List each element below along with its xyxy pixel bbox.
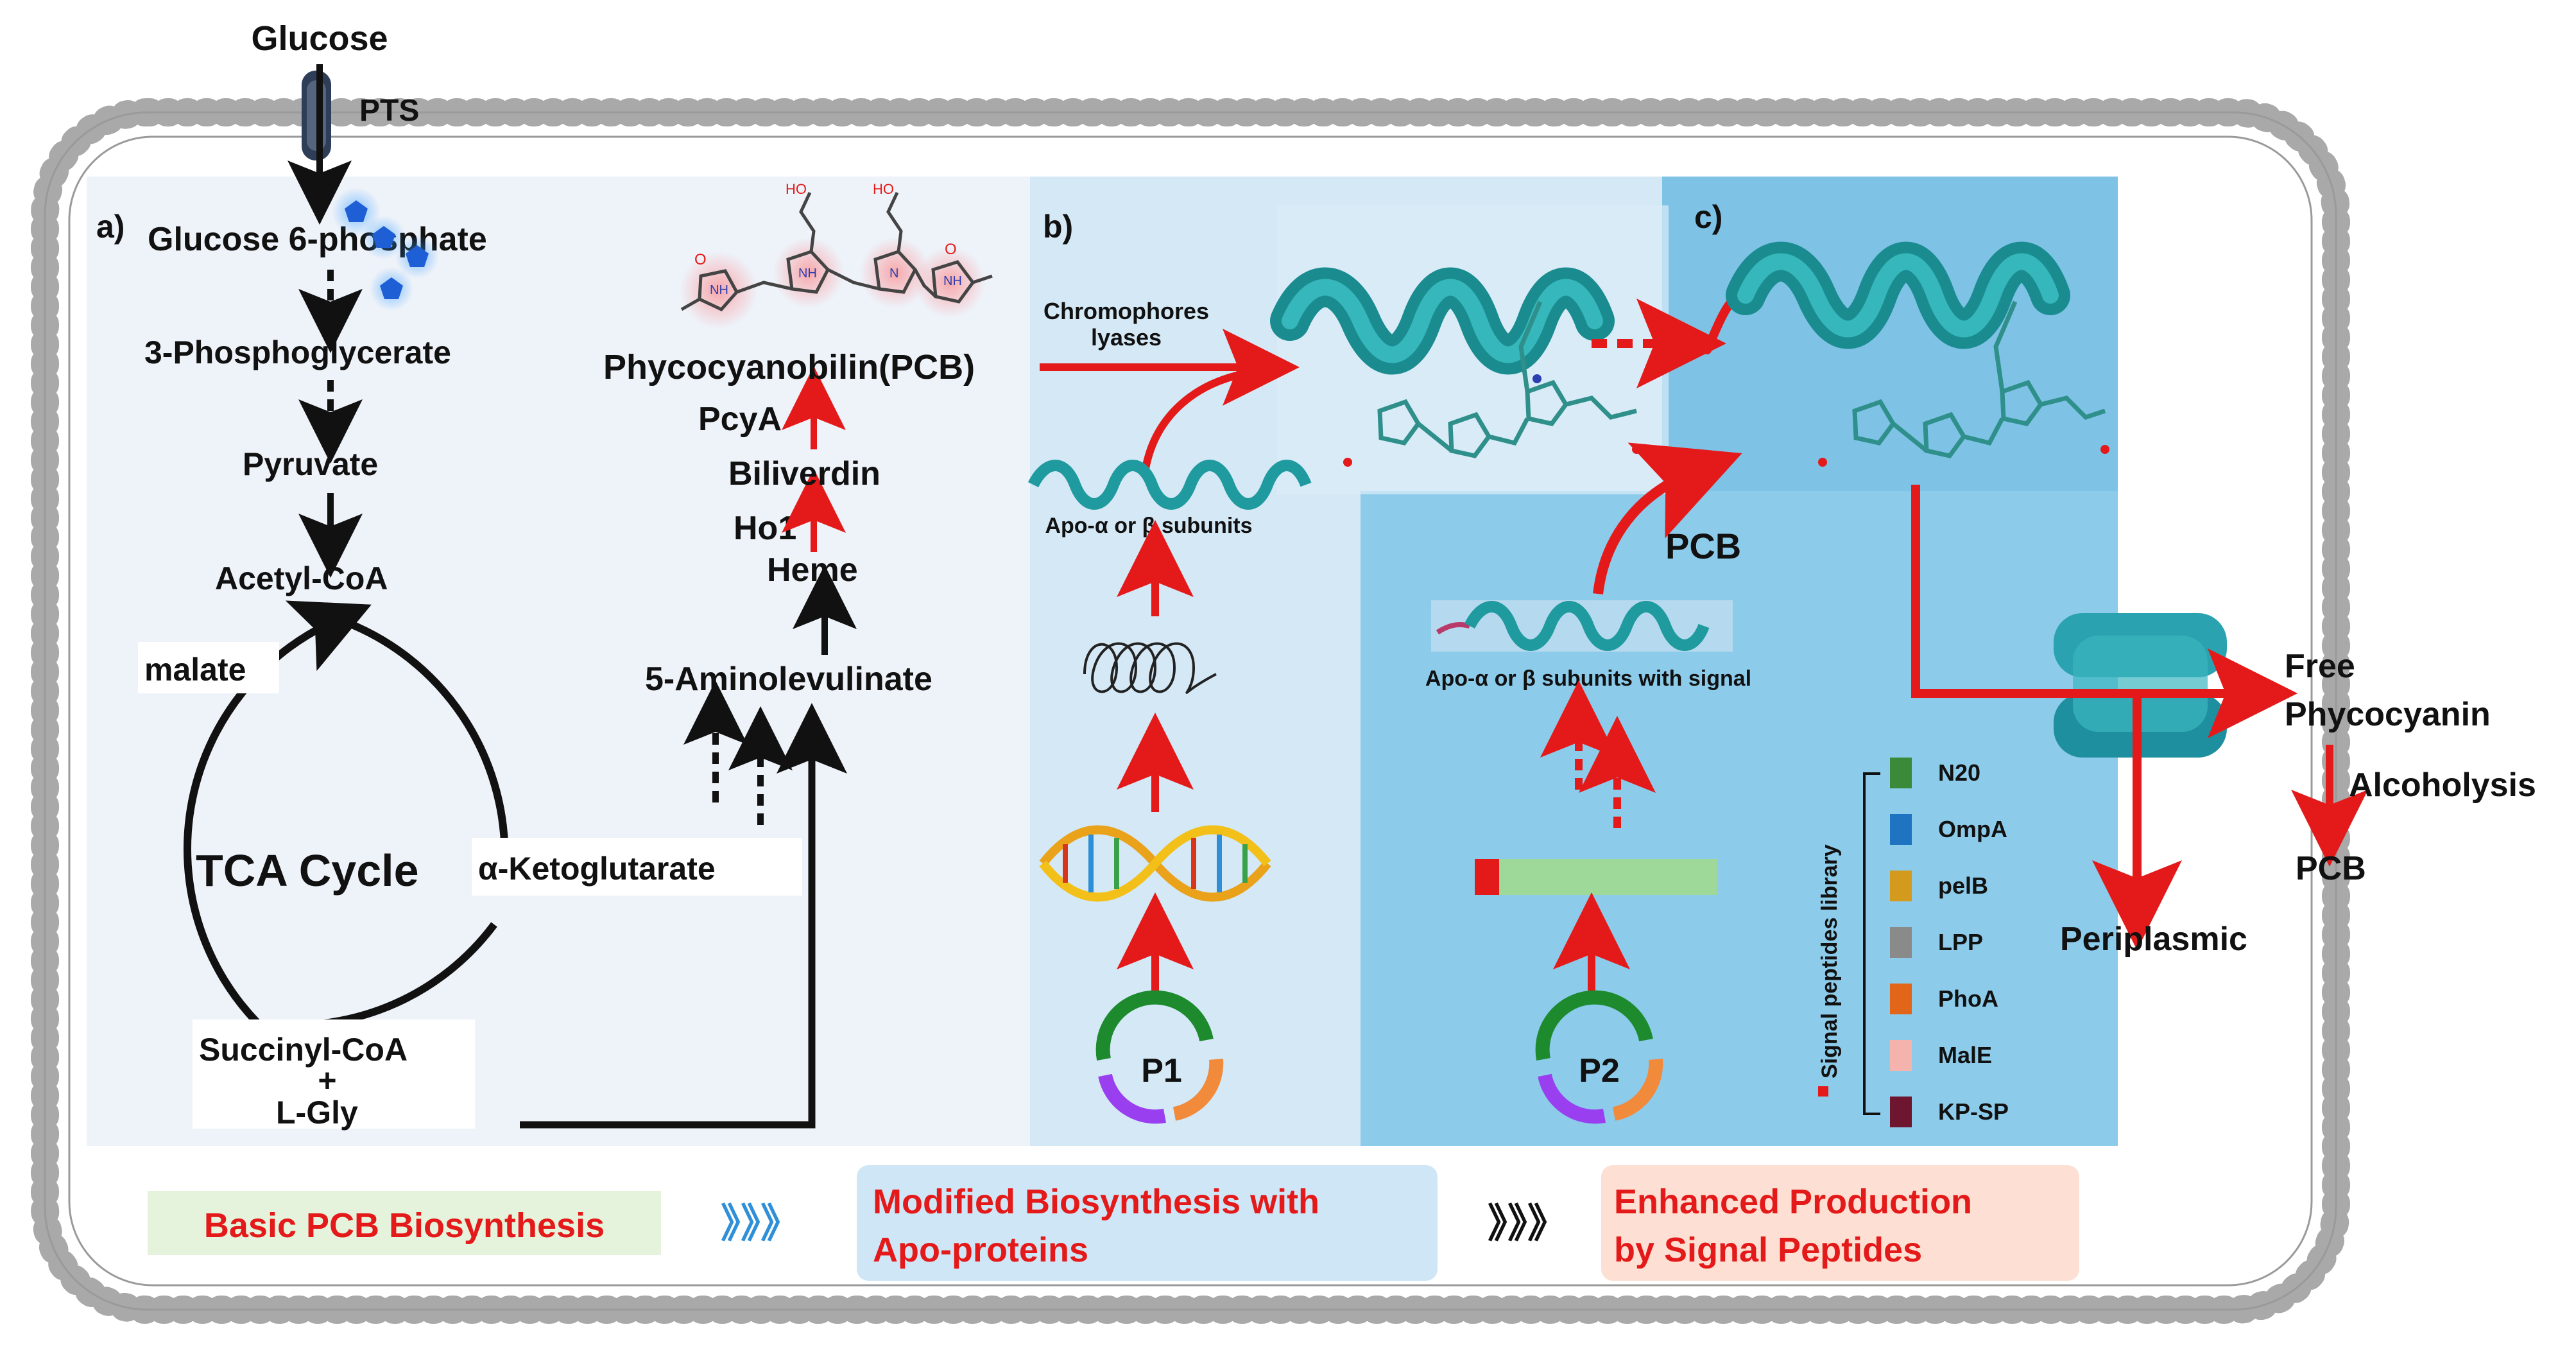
dna-double-helix xyxy=(1039,825,1271,902)
chromophores-label: Chromophores xyxy=(1043,298,1209,324)
apo-subunit-helix xyxy=(1027,460,1312,510)
library-swatch-kp-sp xyxy=(1890,1097,1912,1127)
library-swatch-phoa xyxy=(1890,984,1912,1014)
heme: Heme xyxy=(767,551,858,589)
ho1: Ho1 xyxy=(734,510,796,547)
library-label-n20: N20 xyxy=(1938,759,1980,786)
p2-label: P2 xyxy=(1579,1052,1620,1089)
plasmid-p1 xyxy=(1095,990,1224,1124)
gene-bar xyxy=(1499,859,1717,895)
svg-text:NH: NH xyxy=(943,274,962,288)
phycocyanobilin-pcb: Phycocyanobilin(PCB) xyxy=(603,348,975,386)
arrow-lgly-to-aminolevulinate xyxy=(520,703,847,1129)
library-label-kp-sp: KP-SP xyxy=(1938,1098,2009,1125)
holo-protein-b xyxy=(1270,267,1641,467)
pcb-molecule: O O NH NH N NH HO HO xyxy=(332,181,993,329)
5-aminolevulinate: 5-Aminolevulinate xyxy=(645,661,932,698)
polypeptide-coil xyxy=(1083,642,1217,694)
svg-text:O: O xyxy=(694,251,707,268)
stage2-box xyxy=(857,1165,1438,1281)
stage1-box xyxy=(148,1191,661,1255)
svg-text:NH: NH xyxy=(710,283,728,297)
pts-label: PTS xyxy=(359,94,419,128)
library-red-marker xyxy=(1818,1086,1828,1097)
svg-text:O: O xyxy=(945,241,957,258)
tca-cycle: TCA Cycle xyxy=(196,845,419,896)
panel-b-label: b) xyxy=(1043,209,1073,245)
stage3-line1: Enhanced Production xyxy=(1614,1183,1972,1221)
pyruvate: Pyruvate xyxy=(243,446,378,482)
stage3-box xyxy=(1601,1165,2079,1281)
ketoglutarate-box xyxy=(472,838,802,896)
blue-pentagon-2 xyxy=(372,226,395,248)
pcya: PcyA xyxy=(698,401,782,438)
library-label-phoa: PhoA xyxy=(1938,985,1998,1012)
free-label: Free xyxy=(2285,648,2355,685)
succinylcoa-box xyxy=(193,1019,475,1129)
stage3-line2: by Signal Peptides xyxy=(1614,1231,1922,1269)
l-gly: L-Gly xyxy=(276,1095,358,1131)
svg-text:HO: HO xyxy=(873,181,894,197)
svg-text:NH: NH xyxy=(798,266,817,281)
apo-subunits-label: Apo-α or β subunits xyxy=(1045,514,1252,538)
library-label-male: MalE xyxy=(1938,1042,1992,1068)
chevrons-2: 》》》 xyxy=(1488,1202,1567,1246)
plus-sign: + xyxy=(318,1062,336,1098)
pcb-label-c: PCB xyxy=(1665,526,1741,566)
library-label-pelb: pelB xyxy=(1938,872,1988,899)
svg-text:HO: HO xyxy=(786,181,807,197)
periplasmic-label: Periplasmic xyxy=(2060,921,2247,958)
stage2-line2: Apo-proteins xyxy=(873,1231,1088,1269)
blue-pentagon-3 xyxy=(406,245,429,267)
library-swatch-ompa xyxy=(1890,814,1912,845)
apo-signal-label: Apo-α or β subunits with signal xyxy=(1425,666,1751,691)
biliverdin: Biliverdin xyxy=(728,455,880,492)
library-swatch-lpp xyxy=(1890,927,1912,958)
library-label-ompa: OmpA xyxy=(1938,816,2007,842)
malate-box xyxy=(138,642,279,693)
curved-arrow-apo-to-holo xyxy=(1142,369,1252,470)
library-swatch-n20 xyxy=(1890,758,1912,788)
blue-pentagon-1 xyxy=(345,200,368,222)
library-title: Signal peptides library xyxy=(1817,844,1842,1079)
panel-a-label: a) xyxy=(96,209,125,245)
succinyl-coa: Succinyl-CoA xyxy=(199,1032,408,1068)
panel-c-top-background xyxy=(1662,177,2118,491)
membrane-inner-line xyxy=(68,135,2313,1287)
signal-peptide-block xyxy=(1475,859,1499,895)
3-phosphoglycerate: 3-Phosphoglycerate xyxy=(144,334,451,370)
stage1-label: Basic PCB Biosynthesis xyxy=(204,1206,605,1245)
library-swatch-pelb xyxy=(1890,871,1912,901)
svg-text:N: N xyxy=(889,266,898,281)
panel-c-label: c) xyxy=(1694,199,1722,235)
alpha-ketoglutarate: α-Ketoglutarate xyxy=(478,851,716,887)
glucose-label: Glucose xyxy=(251,19,388,58)
stage2-line1: Modified Biosynthesis with xyxy=(873,1183,1319,1221)
library-label-lpp: LPP xyxy=(1938,929,1983,955)
library-swatch-male xyxy=(1890,1040,1912,1071)
tca-cycle-ring xyxy=(337,616,509,869)
membrane-outer-line xyxy=(44,111,2337,1311)
plasmid-p2 xyxy=(1535,990,1663,1124)
acetyl-coa: Acetyl-CoA xyxy=(215,560,388,596)
lyases-label: lyases xyxy=(1091,324,1162,351)
holo-protein-c xyxy=(1703,241,2109,467)
membrane-channel xyxy=(2054,613,2227,758)
chevrons-1: 》》》 xyxy=(721,1202,800,1246)
pcb-outside-label: PCB xyxy=(2296,850,2366,887)
alcoholysis-label: Alcoholysis xyxy=(2349,767,2536,804)
apo-signal-helix xyxy=(1431,600,1733,652)
p1-label: P1 xyxy=(1141,1052,1182,1089)
phycocyanin-label: Phycocyanin xyxy=(2285,696,2491,733)
curved-arrow-pcb-binding xyxy=(1593,442,1742,594)
blue-pentagon-4 xyxy=(380,277,403,299)
malate: malate xyxy=(144,652,246,688)
